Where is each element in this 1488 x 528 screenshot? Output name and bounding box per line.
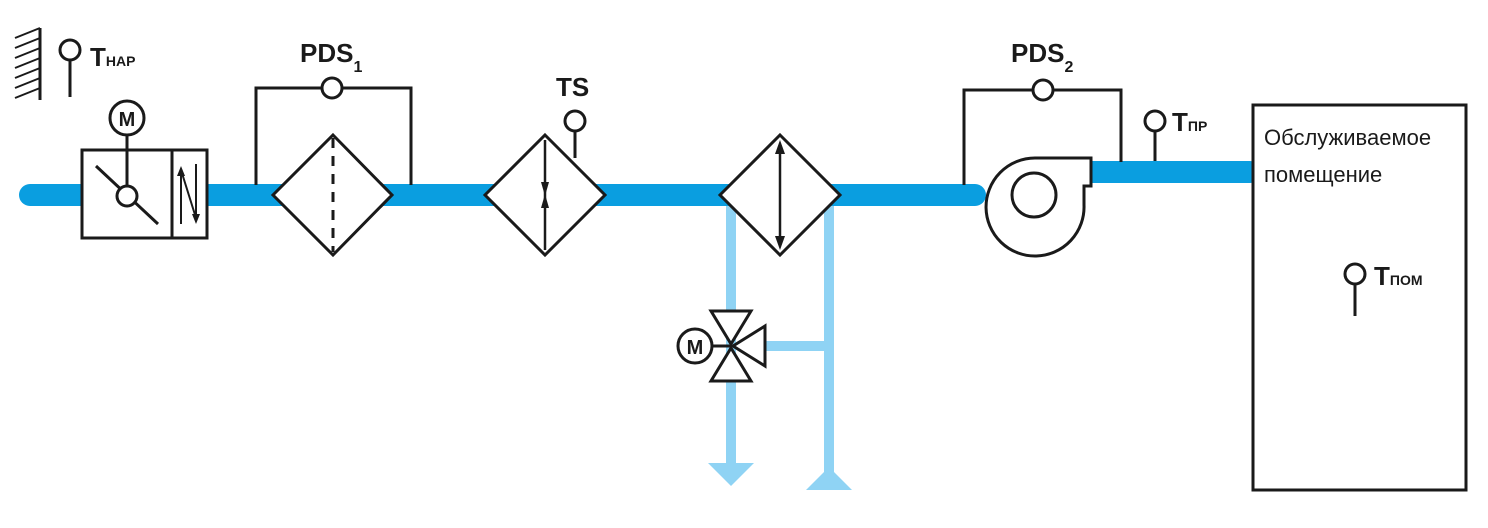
- air-damper: M: [80, 99, 174, 240]
- pds2-label: PDS: [1011, 38, 1064, 68]
- valve-motor-icon: [676, 327, 714, 365]
- outdoor-temp-sensor: TНАР: [58, 38, 135, 97]
- svg-text:TПР: TПР: [1172, 107, 1207, 137]
- supply-flow-arrow: [806, 467, 852, 490]
- damper-motor-icon: [108, 99, 146, 137]
- svg-text:TПОМ: TПОМ: [1374, 261, 1423, 291]
- t-room-subscript: ПОМ: [1390, 272, 1423, 288]
- room-label-line2: помещение: [1264, 162, 1382, 187]
- serviced-room: Обслуживаемое помещение TПОМ: [1251, 103, 1468, 492]
- supply-fan: PDS2: [962, 38, 1123, 258]
- t-supply-label: T: [1172, 107, 1188, 137]
- svg-text:TНАР: TНАР: [90, 42, 135, 72]
- svg-text:PDS1: PDS1: [300, 38, 362, 76]
- outdoor-wall-hatch: [14, 27, 42, 100]
- supply-temp-sensor: TПР: [1143, 107, 1207, 161]
- pds1-subscript: 1: [353, 59, 362, 76]
- pds2-subscript: 2: [1064, 59, 1073, 76]
- ts-label: TS: [556, 72, 589, 102]
- t-outdoor-subscript: НАР: [106, 53, 136, 69]
- air-filter: PDS1: [254, 38, 413, 258]
- three-way-valve: M: [676, 309, 767, 383]
- svg-text:PDS2: PDS2: [1011, 38, 1073, 76]
- valve-motor-label: M: [687, 337, 704, 359]
- heater-1: TS: [482, 72, 608, 258]
- damper-motor-label: M: [119, 109, 136, 131]
- room-label-line1: Обслуживаемое: [1264, 125, 1431, 150]
- t-supply-subscript: ПР: [1188, 118, 1207, 134]
- t-room-label: T: [1374, 261, 1390, 291]
- return-flow-arrow: [708, 463, 754, 486]
- water-heater: [717, 132, 843, 258]
- t-outdoor-label: T: [90, 42, 106, 72]
- recuperator: [170, 148, 209, 240]
- pds1-label: PDS: [300, 38, 353, 68]
